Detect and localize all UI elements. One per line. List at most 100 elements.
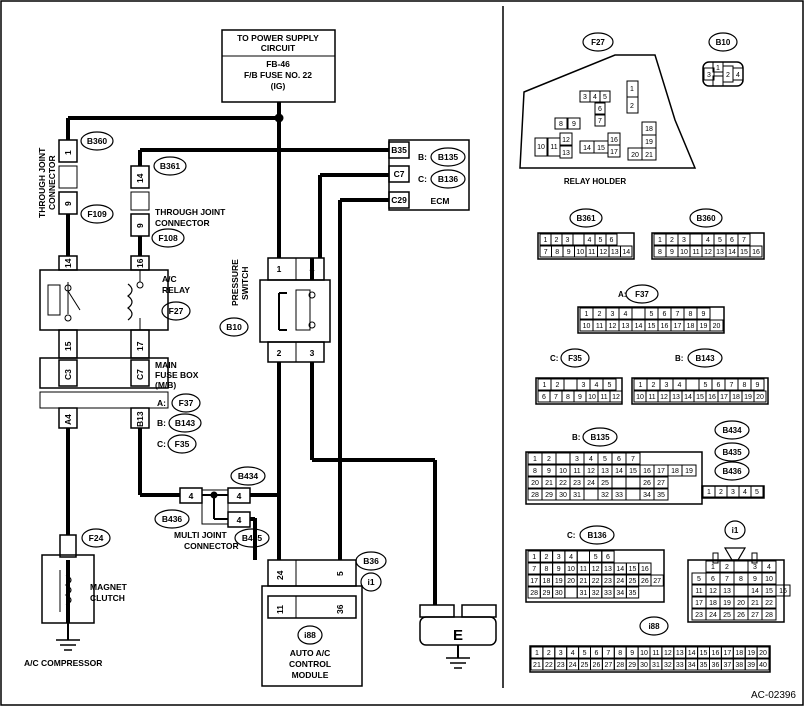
f35-pin-label: 1 bbox=[543, 382, 547, 389]
b135-pin-label: 28 bbox=[531, 492, 539, 499]
i88-pin-label: 19 bbox=[747, 650, 755, 657]
ecm-label-c: C: bbox=[418, 174, 427, 184]
f37-pin-label: 18 bbox=[687, 323, 695, 330]
ecm-label: ECM bbox=[431, 196, 450, 206]
b135-pin-label: 21 bbox=[545, 480, 553, 487]
f35-pin-label: 10 bbox=[588, 394, 596, 401]
f37-prefix: A: bbox=[618, 290, 626, 299]
code-b10: B10 bbox=[226, 322, 242, 332]
relay-holder-cell: 16 bbox=[610, 137, 618, 144]
mb-c-code: F35 bbox=[175, 439, 190, 449]
main-fuse-box-b: FUSE BOX bbox=[155, 370, 199, 380]
b136-pin-label: 6 bbox=[606, 554, 610, 561]
b135-pin-label: 11 bbox=[573, 468, 580, 475]
b136-pin-label: 13 bbox=[604, 566, 612, 573]
b143-pin-label: 9 bbox=[756, 382, 760, 389]
i88-pin-label: 11 bbox=[652, 650, 659, 657]
b136-pin-label: 2 bbox=[544, 554, 548, 561]
f37-pin bbox=[631, 307, 646, 320]
b136-pin-label: 32 bbox=[592, 590, 600, 597]
b361-pin-label: 3 bbox=[566, 237, 570, 244]
f37-pin bbox=[696, 307, 711, 320]
b360-pin-label: 15 bbox=[740, 249, 748, 256]
i1-pin-label: 15 bbox=[765, 588, 773, 595]
b136-pin-label: 17 bbox=[530, 578, 538, 585]
b360-pin-label: 1 bbox=[658, 237, 662, 244]
i1-pin-label: 4 bbox=[767, 564, 771, 571]
b360-title: B360 bbox=[696, 214, 716, 223]
ps-pin-1: 1 bbox=[277, 264, 282, 274]
i1-pin-label: 10 bbox=[765, 576, 773, 583]
ps-pin-3: 3 bbox=[310, 348, 315, 358]
main-fuse-box-c: (M/B) bbox=[155, 380, 176, 390]
i88-pin-label: 14 bbox=[688, 650, 696, 657]
b143-pin-label: 7 bbox=[730, 382, 734, 389]
i88-pin-label: 13 bbox=[676, 650, 684, 657]
mb-b-code: B143 bbox=[175, 418, 196, 428]
b360-pin-label: 8 bbox=[658, 249, 662, 256]
b143-pin-label: 4 bbox=[678, 382, 682, 389]
relay-holder-cell: 20 bbox=[631, 152, 639, 159]
relay-holder-cell: 10 bbox=[537, 144, 545, 151]
f37-pin-label: 12 bbox=[609, 323, 617, 330]
b143-pin-label: 2 bbox=[652, 382, 656, 389]
pressure-switch-b: SWITCH bbox=[240, 266, 250, 300]
i1-pin-label: 17 bbox=[695, 600, 703, 607]
b136-pin-label: 35 bbox=[629, 590, 637, 597]
i1-pin-label: 21 bbox=[751, 600, 759, 607]
b143-pin bbox=[750, 378, 765, 391]
relay-holder-cell: 18 bbox=[645, 126, 653, 133]
diagram-code: AC-02396 bbox=[751, 690, 796, 701]
b434-pin-label: 5 bbox=[755, 489, 759, 496]
pin-17: 17 bbox=[135, 341, 145, 351]
i1-pin-label: 22 bbox=[765, 600, 773, 607]
pin-a4: A4 bbox=[63, 414, 73, 425]
ecm-pin-c29: C29 bbox=[391, 195, 407, 205]
b136-connector bbox=[525, 549, 665, 603]
ac-relay-a: A/C bbox=[162, 274, 177, 284]
b10-cell: 1 bbox=[716, 65, 720, 72]
f35-pin-label: 9 bbox=[578, 394, 582, 401]
i88-pin-label: 21 bbox=[533, 662, 541, 669]
b361-pin-label: 5 bbox=[599, 237, 603, 244]
mod-pin-5: 5 bbox=[335, 571, 345, 576]
b135-pin-label: 22 bbox=[559, 480, 567, 487]
i88-pin-label: 6 bbox=[594, 650, 598, 657]
f37-pin bbox=[709, 319, 724, 332]
b361-pin-label: 10 bbox=[576, 249, 584, 256]
relay-holder-cell: 6 bbox=[598, 106, 602, 113]
b135-pin bbox=[625, 488, 641, 501]
f37-pin-label: 16 bbox=[661, 323, 669, 330]
b135-pin-label: 13 bbox=[601, 468, 609, 475]
b143-pin bbox=[753, 390, 767, 403]
b136-pin-label: 33 bbox=[604, 590, 612, 597]
magnet-clutch-b: CLUTCH bbox=[90, 593, 125, 603]
i1-pin-label: 27 bbox=[751, 612, 759, 619]
i1-title: i1 bbox=[732, 526, 739, 535]
b136-pin-label: 15 bbox=[629, 566, 637, 573]
mb-b-label: B: bbox=[157, 418, 166, 428]
pin-9: 9 bbox=[63, 201, 73, 206]
relay-holder-cell: 19 bbox=[645, 139, 653, 146]
i88-pin-label: 29 bbox=[628, 662, 636, 669]
b135-pin-label: 3 bbox=[575, 456, 579, 463]
b143-pin-label: 13 bbox=[672, 394, 680, 401]
f37-title: F37 bbox=[635, 290, 649, 299]
i88-pin-label: 3 bbox=[559, 650, 563, 657]
module-c: MODULE bbox=[292, 670, 329, 680]
f37-pin-label: 19 bbox=[700, 323, 708, 330]
pin-15: 15 bbox=[63, 341, 73, 351]
b136-pin-label: 21 bbox=[579, 578, 587, 585]
f35-pin-label: 8 bbox=[566, 394, 570, 401]
b361-pin-label: 8 bbox=[555, 249, 559, 256]
i88-pin-label: 38 bbox=[735, 662, 743, 669]
b136-pin-label: 31 bbox=[579, 590, 587, 597]
f37-pin-label: 8 bbox=[689, 311, 693, 318]
b135-pin bbox=[625, 452, 641, 465]
b135-pin-label: 17 bbox=[657, 468, 665, 475]
b135-connector bbox=[525, 451, 703, 505]
f35-pin-label: 4 bbox=[595, 382, 599, 389]
code-b435: B435 bbox=[242, 533, 263, 543]
b136-pin bbox=[564, 586, 578, 599]
b434-pin bbox=[750, 485, 764, 498]
